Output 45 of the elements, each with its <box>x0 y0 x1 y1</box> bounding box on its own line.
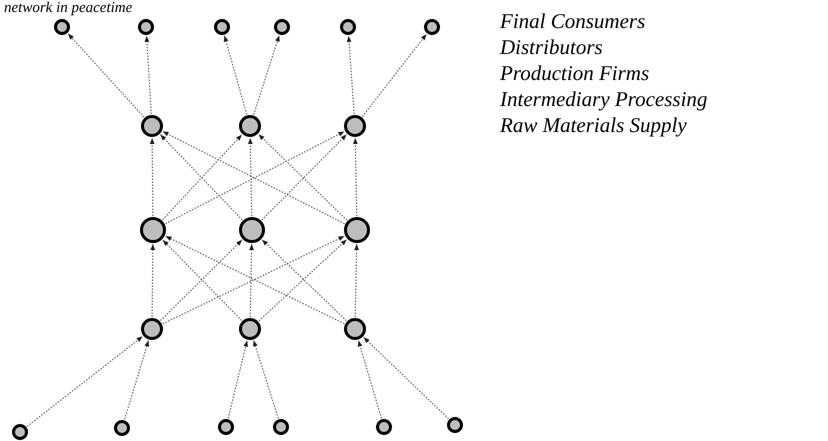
arrow <box>26 336 144 427</box>
arrow <box>228 340 248 419</box>
tier-label: Raw Materials Supply <box>500 112 688 138</box>
network-node <box>218 419 234 435</box>
arrow <box>362 34 427 118</box>
network-node <box>239 318 261 340</box>
tier-label: Intermediary Processing <box>500 86 708 112</box>
arrow <box>346 35 355 115</box>
network-node <box>274 19 290 35</box>
tier-label: Production Firms <box>500 60 650 86</box>
network-node <box>239 217 265 243</box>
arrow <box>352 138 358 216</box>
network-node <box>239 115 261 137</box>
arrow <box>224 35 248 115</box>
network-node <box>141 318 163 340</box>
network-node <box>114 420 130 436</box>
arrow <box>253 340 279 419</box>
network-node <box>273 419 289 435</box>
network-node <box>424 19 440 35</box>
network-node <box>138 19 154 35</box>
network-node <box>344 217 370 243</box>
network-node <box>141 115 163 137</box>
network-node <box>376 419 392 435</box>
network-node <box>54 19 70 35</box>
arrow <box>363 336 449 420</box>
arrow <box>124 340 150 420</box>
network-node <box>447 417 463 433</box>
arrow <box>358 340 382 419</box>
arrow <box>354 244 359 318</box>
arrow <box>150 138 155 216</box>
diagram-title: network in peacetime <box>4 0 132 17</box>
network-node <box>214 19 230 35</box>
network-node <box>140 217 166 243</box>
tier-label: Final Consumers <box>500 8 646 34</box>
arrow <box>248 138 253 216</box>
arrow <box>249 244 254 318</box>
network-node <box>344 318 366 340</box>
network-node <box>344 115 366 137</box>
network-node <box>12 424 28 440</box>
network-node <box>340 19 356 35</box>
arrow <box>253 35 280 116</box>
arrow <box>150 244 156 318</box>
arrow <box>144 35 152 115</box>
arrow <box>68 33 144 118</box>
tier-label: Distributors <box>500 34 604 60</box>
